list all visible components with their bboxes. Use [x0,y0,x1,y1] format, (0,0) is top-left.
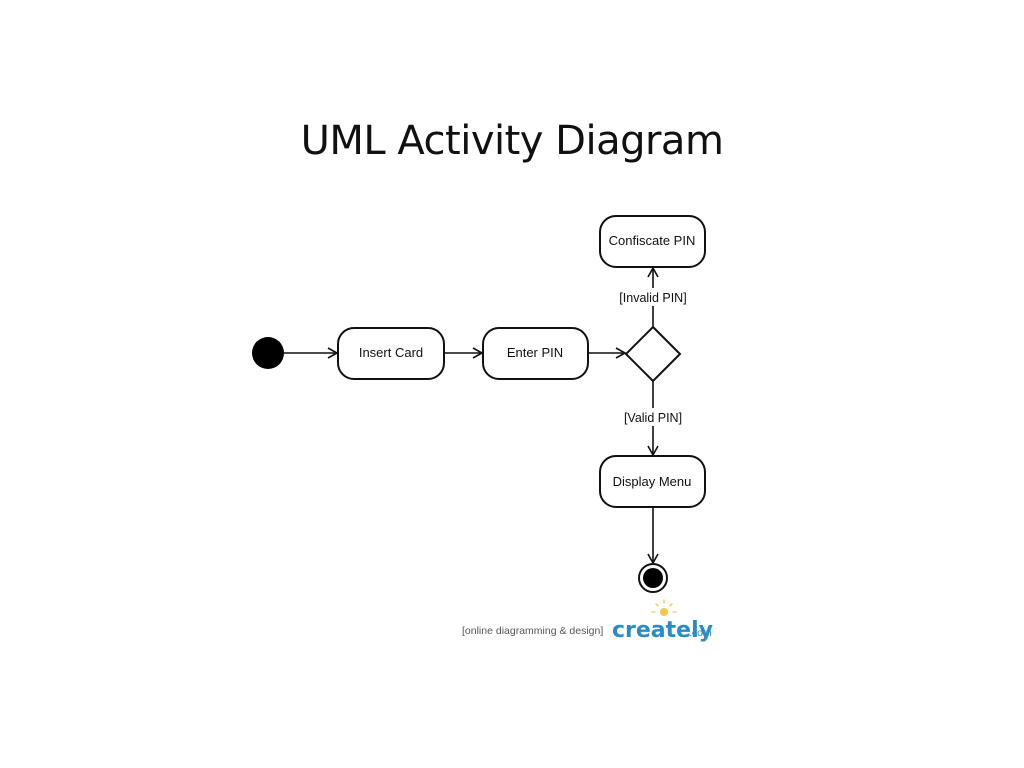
creately-watermark: [online diagramming & design] creately .… [462,599,713,643]
decision-node [624,325,682,383]
activity-enter-pin-label: Enter PIN [507,345,563,360]
guard-invalid-pin: [Invalid PIN] [619,291,686,305]
activity-confiscate-pin: Confiscate PIN [599,215,706,268]
watermark-suffix: .com [689,627,712,639]
guard-valid-pin: [Valid PIN] [624,411,682,425]
initial-node [252,337,284,369]
activity-enter-pin: Enter PIN [482,327,589,380]
activity-display-menu: Display Menu [599,455,706,508]
activity-insert-card: Insert Card [337,327,445,380]
slide-title: UML Activity Diagram [300,118,724,164]
watermark-tagline: [online diagramming & design] [462,625,603,637]
activity-confiscate-pin-label: Confiscate PIN [609,233,696,248]
sun-icon [651,599,677,616]
watermark-brand: creately [612,618,713,643]
activity-insert-card-label: Insert Card [359,345,423,360]
final-node [638,563,668,593]
activity-display-menu-label: Display Menu [613,474,692,489]
